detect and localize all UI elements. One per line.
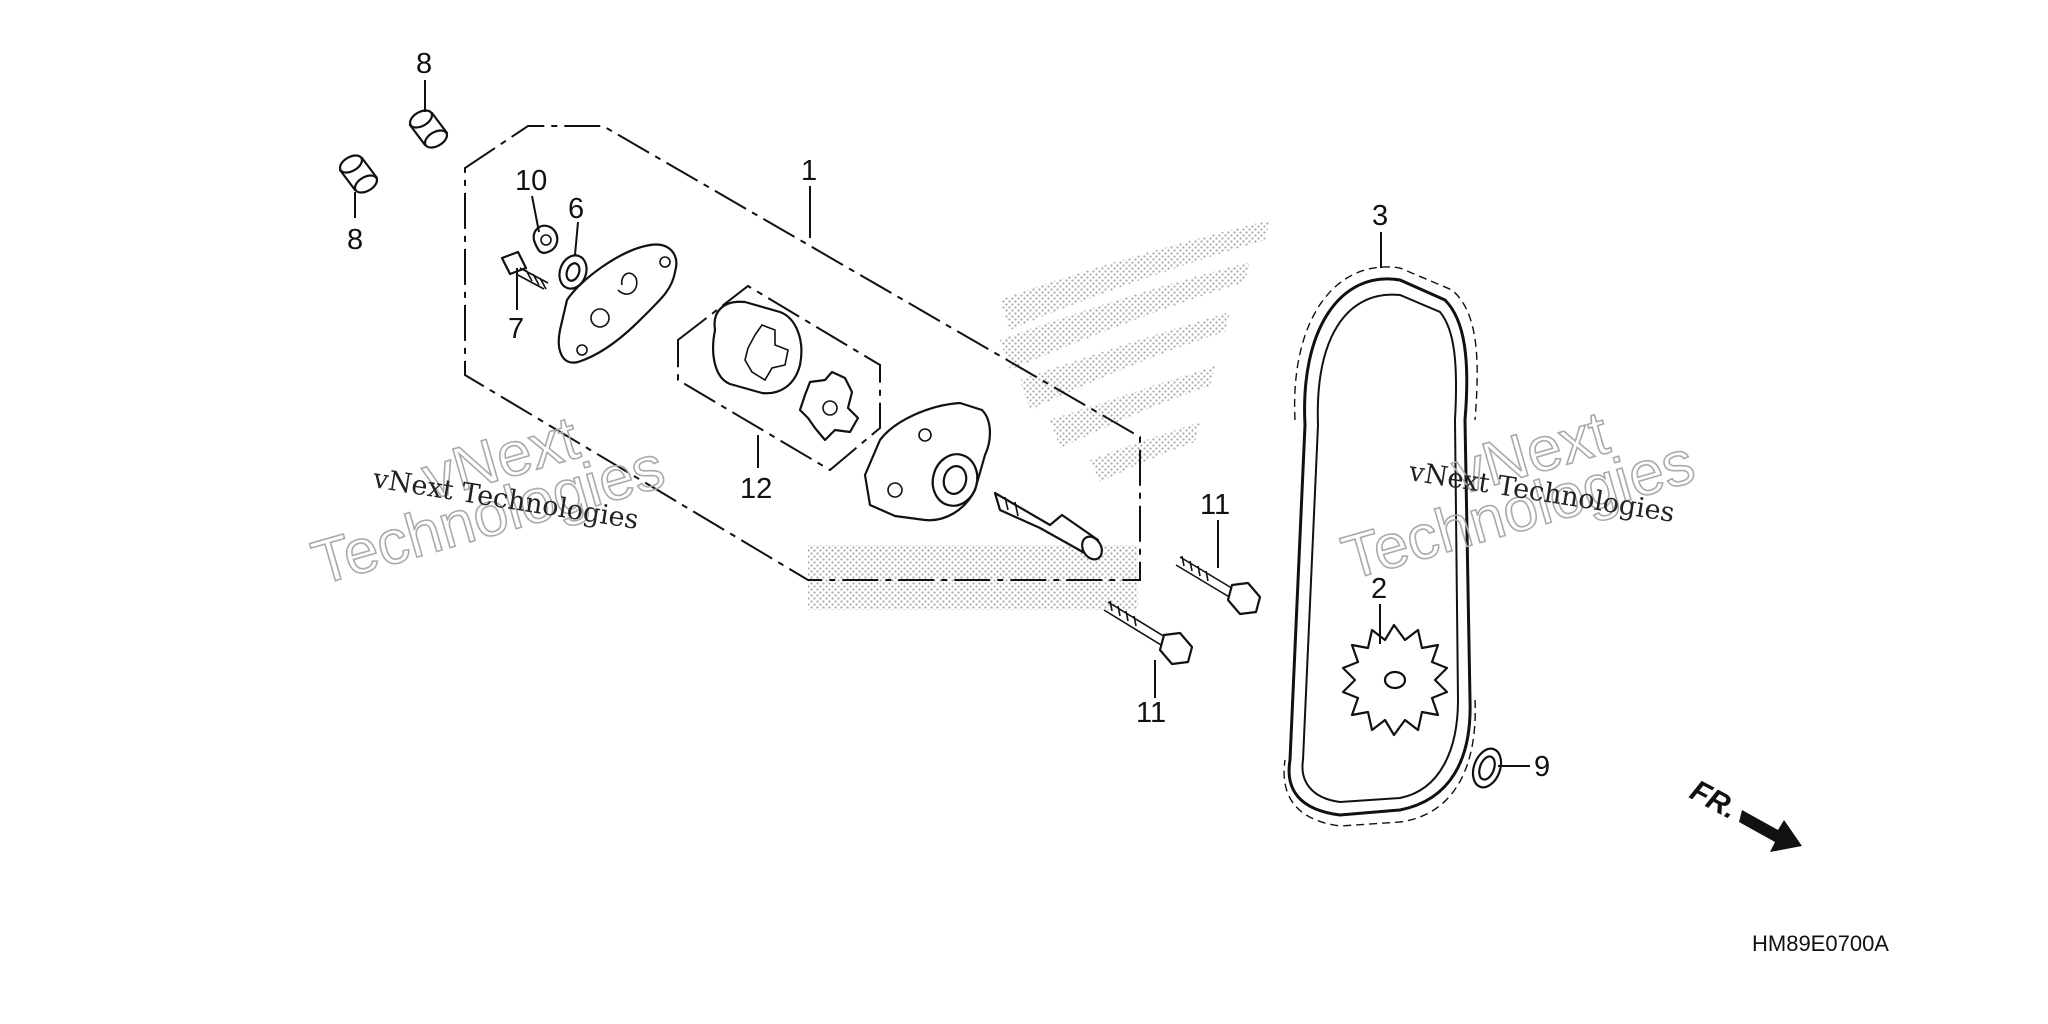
drawing-code: HM89E0700A (1752, 931, 1889, 956)
snap-ring (1471, 747, 1503, 789)
front-direction-label: FR. (1685, 774, 1743, 826)
rotor-set-boundary (677, 284, 881, 472)
watermark-left: vNext Technologies vNext Technologies (304, 403, 673, 600)
callout-oil-pump-assembly: 1 (801, 155, 817, 187)
flange-bolt-lower (1103, 600, 1194, 666)
inner-rotor (798, 370, 860, 442)
front-direction-indicator: FR. (1685, 774, 1802, 852)
callout-drive-chain: 3 (1372, 200, 1388, 232)
callout-flange-bolt-upper: 11 (1200, 489, 1230, 521)
callout-flange-bolt-lower: 11 (1136, 697, 1166, 729)
oil-pump-assembly-boundary (464, 125, 1141, 581)
leader-lines (354, 80, 1530, 767)
outer-rotor (712, 300, 803, 395)
pump-cover-bolt (500, 250, 549, 290)
dowel-pin-upper (408, 109, 449, 149)
dowel-pin-lower (338, 154, 379, 194)
callout-dowel-pin-lower: 8 (347, 224, 363, 256)
callout-dowel-pin-upper: 8 (416, 48, 432, 80)
washer-part-6 (558, 254, 588, 290)
pump-body (863, 401, 991, 522)
front-arrow-icon (1739, 810, 1802, 852)
callout-sprocket: 2 (1371, 573, 1387, 605)
callout-washer: 6 (568, 193, 584, 225)
pin-part-10 (532, 224, 559, 254)
background-wing-logo (808, 220, 1270, 610)
pump-cover-plate (557, 243, 678, 364)
callout-bolt: 7 (508, 313, 524, 345)
flange-bolt-upper (1175, 555, 1262, 616)
callout-snap-ring: 9 (1534, 751, 1550, 783)
oil-pump-sprocket (1341, 623, 1449, 737)
callout-rotor-set: 12 (740, 473, 772, 505)
callout-labels: 8 8 10 6 7 1 12 3 11 11 2 9 (347, 48, 1550, 783)
watermark-right: vNext Technologies vNext Technologies (1334, 398, 1703, 595)
drive-chain (1283, 266, 1478, 827)
pump-shaft (993, 491, 1103, 561)
callout-pin: 10 (515, 165, 547, 197)
